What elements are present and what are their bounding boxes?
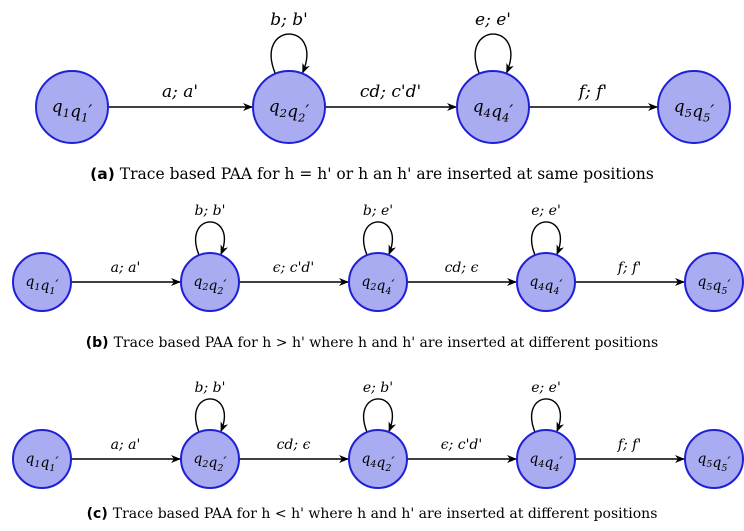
transition-label: cd; ϵ xyxy=(277,437,311,453)
caption-text: Trace based PAA for h < h' where h and h… xyxy=(113,506,658,522)
self-loop-arrow xyxy=(530,221,565,256)
transition-label: a; a' xyxy=(162,82,198,102)
state-node xyxy=(12,252,72,312)
state-node xyxy=(35,70,109,144)
caption-text: Trace based PAA for h > h' where h and h… xyxy=(114,335,659,351)
state-label: q4q4′ xyxy=(529,451,563,474)
automaton-3: a; a' cd; ϵ ϵ; c'd' f; f' b; b' e; b' e; e' q1q… xyxy=(12,380,744,522)
state-label: q2q2′ xyxy=(193,451,227,474)
transition-label: ϵ; c'd' xyxy=(441,437,483,453)
caption: (c) Trace based PAA for h < h' where h an… xyxy=(87,506,658,522)
self-loop-label: b; b' xyxy=(270,10,308,30)
state-label: q2q4′ xyxy=(361,274,395,297)
transition-label: a; a' xyxy=(111,260,141,276)
automaton-1: a; a' cd; c'd' f; f' b; b' e; e' q1q1′ q2q2′ q4… xyxy=(35,10,731,183)
state-label: q1q1′ xyxy=(25,274,59,297)
state-node xyxy=(180,252,240,312)
state-node xyxy=(252,70,326,144)
self-loop-label: e; e' xyxy=(531,380,561,396)
state-node xyxy=(348,252,408,312)
caption: (a) Trace based PAA for h = h' or h an h'… xyxy=(90,165,654,183)
state-node xyxy=(657,70,731,144)
state-label: q1q1′ xyxy=(52,97,93,125)
self-loop-arrow xyxy=(270,33,310,74)
self-loop-label: b; b' xyxy=(195,380,226,396)
state-label: q1q1′ xyxy=(25,451,59,474)
self-loop-arrow xyxy=(530,398,565,433)
state-node xyxy=(684,429,744,489)
state-label: q2q2′ xyxy=(193,274,227,297)
caption-text: Trace based PAA for h = h' or h an h' ar… xyxy=(120,165,654,183)
state-node xyxy=(180,429,240,489)
caption-tag: (b) xyxy=(86,335,109,351)
transition-label: cd; c'd' xyxy=(360,82,421,102)
transition-label: f; f' xyxy=(617,260,641,276)
self-loop-arrow xyxy=(362,221,397,256)
state-node xyxy=(684,252,744,312)
self-loop-label: e; e' xyxy=(531,203,561,219)
caption-tag: (a) xyxy=(90,165,115,183)
self-loop-arrow xyxy=(194,221,229,256)
self-loop-label: e; b' xyxy=(363,380,393,396)
transition-label: a; a' xyxy=(111,437,141,453)
self-loop-arrow xyxy=(474,33,514,74)
caption: (b) Trace based PAA for h > h' where h an… xyxy=(86,335,658,351)
self-loop-arrow xyxy=(194,398,229,433)
state-label: q2q2′ xyxy=(269,97,310,125)
transition-label: f; f' xyxy=(617,437,641,453)
transition-label: ϵ; c'd' xyxy=(273,260,315,276)
caption-tag: (c) xyxy=(87,506,108,522)
state-node xyxy=(456,70,530,144)
state-label: q5q5′ xyxy=(697,451,731,474)
self-loop-label: b; e' xyxy=(363,203,393,219)
state-node xyxy=(348,429,408,489)
state-label: q4q2′ xyxy=(361,451,395,474)
automaton-2: a; a' ϵ; c'd' cd; ϵ f; f' b; b' b; e' e; e' q1q… xyxy=(12,203,744,351)
self-loop-label: b; b' xyxy=(195,203,226,219)
transition-label: f; f' xyxy=(577,82,607,102)
transition-label: cd; ϵ xyxy=(445,260,479,276)
self-loop-arrow xyxy=(362,398,397,433)
state-label: q5q5′ xyxy=(674,97,715,125)
state-label: q4q4′ xyxy=(529,274,563,297)
state-node xyxy=(516,252,576,312)
state-node xyxy=(516,429,576,489)
state-node xyxy=(12,429,72,489)
state-label: q5q5′ xyxy=(697,274,731,297)
self-loop-label: e; e' xyxy=(475,10,511,30)
state-label: q4q4′ xyxy=(473,97,514,125)
